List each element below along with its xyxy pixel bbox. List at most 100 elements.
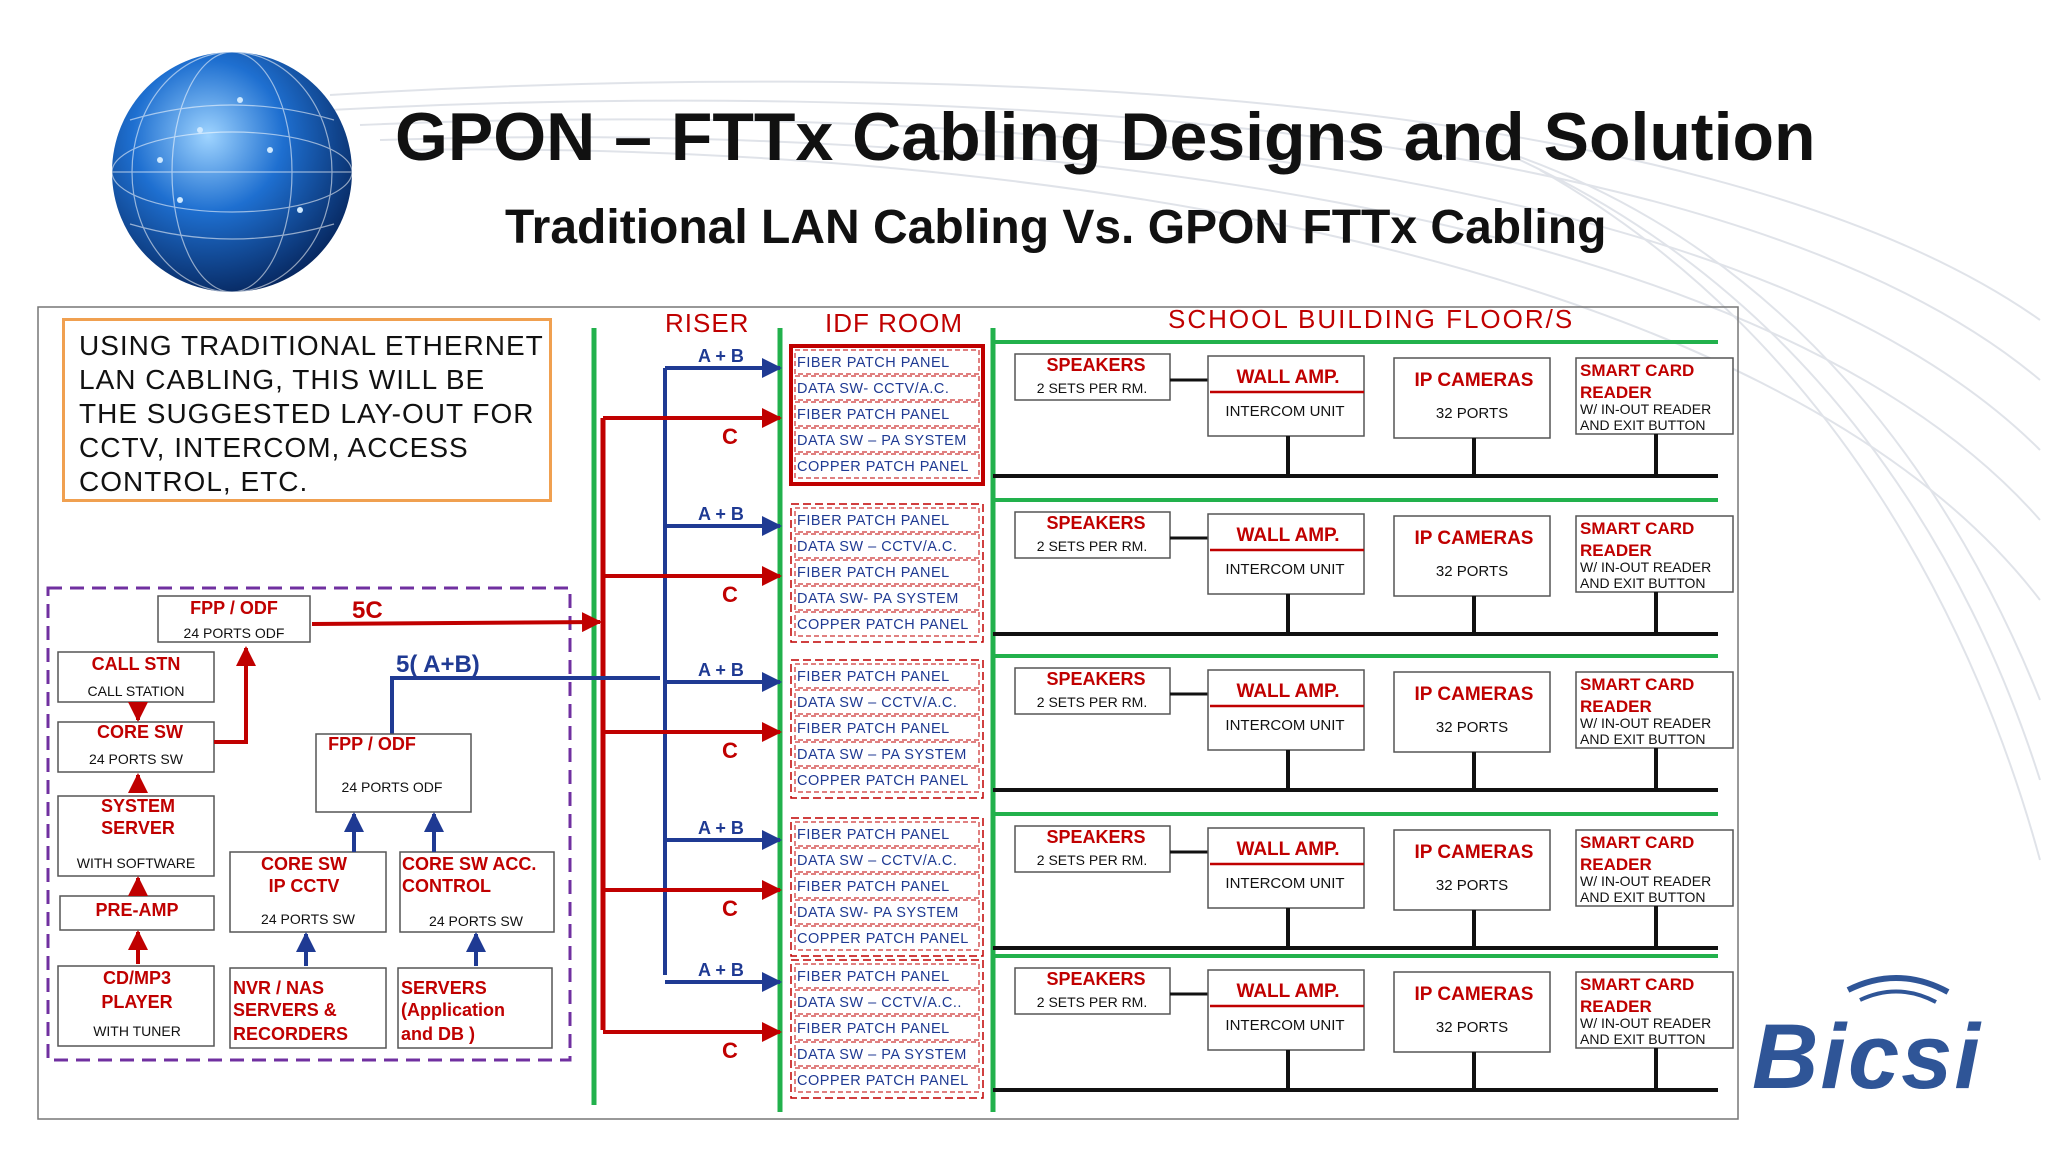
svg-text:WITH TUNER: WITH TUNER (93, 1023, 181, 1039)
wall-amp-sub: INTERCOM UNIT (1225, 875, 1344, 892)
smart-card-sub2: AND EXIT BUTTON (1580, 417, 1706, 433)
svg-text:SERVERS &: SERVERS & (233, 1000, 337, 1020)
floors-label: SCHOOL BUILDING FLOOR/S (1168, 304, 1574, 334)
riser-c-label: C (722, 738, 738, 763)
wall-amp-title: WALL AMP. (1236, 981, 1339, 1002)
label-5c: 5C (352, 597, 383, 624)
page-subtitle: Traditional LAN Cabling Vs. GPON FTTx Ca… (505, 201, 1607, 254)
svg-text:SYSTEM: SYSTEM (101, 796, 175, 816)
idf-panel-label: FIBER PATCH PANEL (797, 513, 950, 529)
svg-text:SERVER: SERVER (101, 818, 175, 838)
idf-panel-label: DATA SW- PA SYSTEM (797, 591, 959, 607)
ip-cameras-sub: 32 PORTS (1436, 405, 1508, 422)
svg-text:24 PORTS SW: 24 PORTS SW (261, 911, 356, 927)
svg-text:CORE SW: CORE SW (97, 722, 183, 742)
label-5ab: 5( A+B) (396, 651, 480, 678)
ip-cameras-sub: 32 PORTS (1436, 719, 1508, 736)
note-line: LAN CABLING, THIS WILL BE (79, 364, 486, 395)
note-line: CONTROL, ETC. (79, 466, 309, 497)
smart-card-title: SMART CARD (1580, 975, 1694, 994)
core-sw-cctv-box: CORE SW IP CCTV 24 PORTS SW (229, 851, 387, 933)
speakers-title: SPEAKERS (1046, 513, 1145, 533)
smart-card-title: SMART CARD (1580, 833, 1694, 852)
speakers-title: SPEAKERS (1046, 355, 1145, 375)
idf-panel-label: FIBER PATCH PANEL (797, 565, 950, 581)
riser-ab-label: A + B (698, 818, 744, 838)
svg-text:FPP / ODF: FPP / ODF (328, 734, 416, 754)
svg-text:CORE SW: CORE SW (261, 854, 347, 874)
svg-text:WITH SOFTWARE: WITH SOFTWARE (77, 855, 195, 871)
speakers-title: SPEAKERS (1046, 827, 1145, 847)
idf-panel-label: FIBER PATCH PANEL (797, 407, 950, 423)
idf-panel-label: FIBER PATCH PANEL (797, 355, 950, 371)
svg-text:IP CCTV: IP CCTV (269, 876, 340, 896)
smart-card-title: SMART CARD (1580, 675, 1694, 694)
idf-panel-label: COPPER PATCH PANEL (797, 773, 969, 789)
speakers-sub: 2 SETS PER RM. (1037, 538, 1147, 554)
smart-card-sub: W/ IN-OUT READER (1580, 401, 1711, 417)
speakers-title: SPEAKERS (1046, 969, 1145, 989)
globe-icon (111, 51, 353, 293)
svg-text:CD/MP3: CD/MP3 (103, 968, 171, 988)
wall-amp-title: WALL AMP. (1236, 681, 1339, 702)
wall-amp-sub: INTERCOM UNIT (1225, 1017, 1344, 1034)
wall-amp-sub: INTERCOM UNIT (1225, 403, 1344, 420)
idf-panel-label: DATA SW – PA SYSTEM (797, 1047, 967, 1063)
riser-c-label: C (722, 1038, 738, 1063)
smart-card-sub: W/ IN-OUT READER (1580, 1015, 1711, 1031)
smart-card-sub: W/ IN-OUT READER (1580, 873, 1711, 889)
traditional-lan-note: USING TRADITIONAL ETHERNET LAN CABLING, … (62, 318, 552, 502)
wall-amp-title: WALL AMP. (1236, 839, 1339, 860)
svg-text:PLAYER: PLAYER (101, 992, 172, 1012)
smart-card-sub2: AND EXIT BUTTON (1580, 1031, 1706, 1047)
riser-ab-label: A + B (698, 346, 744, 366)
svg-text:PRE-AMP: PRE-AMP (95, 900, 178, 920)
riser-c-label: C (722, 896, 738, 921)
riser-label: RISER (665, 308, 749, 338)
svg-text:SERVERS: SERVERS (401, 978, 487, 998)
idf-panel-label: DATA SW- PA SYSTEM (797, 905, 959, 921)
svg-text:FPP / ODF: FPP / ODF (190, 598, 278, 618)
note-line: THE SUGGESTED LAY-OUT FOR (79, 398, 535, 429)
svg-text:CONTROL: CONTROL (402, 876, 491, 896)
idf-panel-label: FIBER PATCH PANEL (797, 1021, 950, 1037)
svg-text:CORE SW ACC.: CORE SW ACC. (402, 854, 536, 874)
riser-ab-label: A + B (698, 504, 744, 524)
nvr-nas-box: NVR / NAS SERVERS & RECORDERS (229, 967, 387, 1049)
smart-card-title2: READER (1580, 855, 1652, 874)
smart-card-title2: READER (1580, 541, 1652, 560)
fpp-odf-mid: FPP / ODF 24 PORTS ODF (315, 733, 472, 813)
servers-box: SERVERS (Application and DB ) (397, 967, 553, 1049)
svg-text:and DB ): and DB ) (401, 1024, 475, 1044)
idf-panel-label: COPPER PATCH PANEL (797, 931, 969, 947)
core-sw-acc-box: CORE SW ACC. CONTROL 24 PORTS SW (399, 851, 555, 933)
floor-row: SPEAKERS 2 SETS PER RM. WALL AMP. INTERCOM … (993, 954, 1734, 1092)
smart-card-title: SMART CARD (1580, 519, 1694, 538)
speakers-sub: 2 SETS PER RM. (1037, 994, 1147, 1010)
idf-panel-label: FIBER PATCH PANEL (797, 827, 950, 843)
ip-cameras-title: IP CAMERAS (1415, 842, 1534, 863)
smart-card-title2: READER (1580, 383, 1652, 402)
riser-ab-label: A + B (698, 960, 744, 980)
idf-panel-label: DATA SW – PA SYSTEM (797, 747, 967, 763)
svg-text:24 PORTS SW: 24 PORTS SW (89, 751, 184, 767)
idf-panel-label: DATA SW – PA SYSTEM (797, 433, 967, 449)
idf-panel-label: FIBER PATCH PANEL (797, 969, 950, 985)
bicsi-logo-text: Bicsi (1752, 1006, 1982, 1108)
idf-panel-label: COPPER PATCH PANEL (797, 617, 969, 633)
riser-c-label: C (722, 424, 738, 449)
svg-text:CALL STATION: CALL STATION (88, 683, 185, 699)
wall-amp-sub: INTERCOM UNIT (1225, 561, 1344, 578)
speakers-title: SPEAKERS (1046, 669, 1145, 689)
speakers-sub: 2 SETS PER RM. (1037, 380, 1147, 396)
riser-c-label: C (722, 582, 738, 607)
ip-cameras-title: IP CAMERAS (1415, 528, 1534, 549)
